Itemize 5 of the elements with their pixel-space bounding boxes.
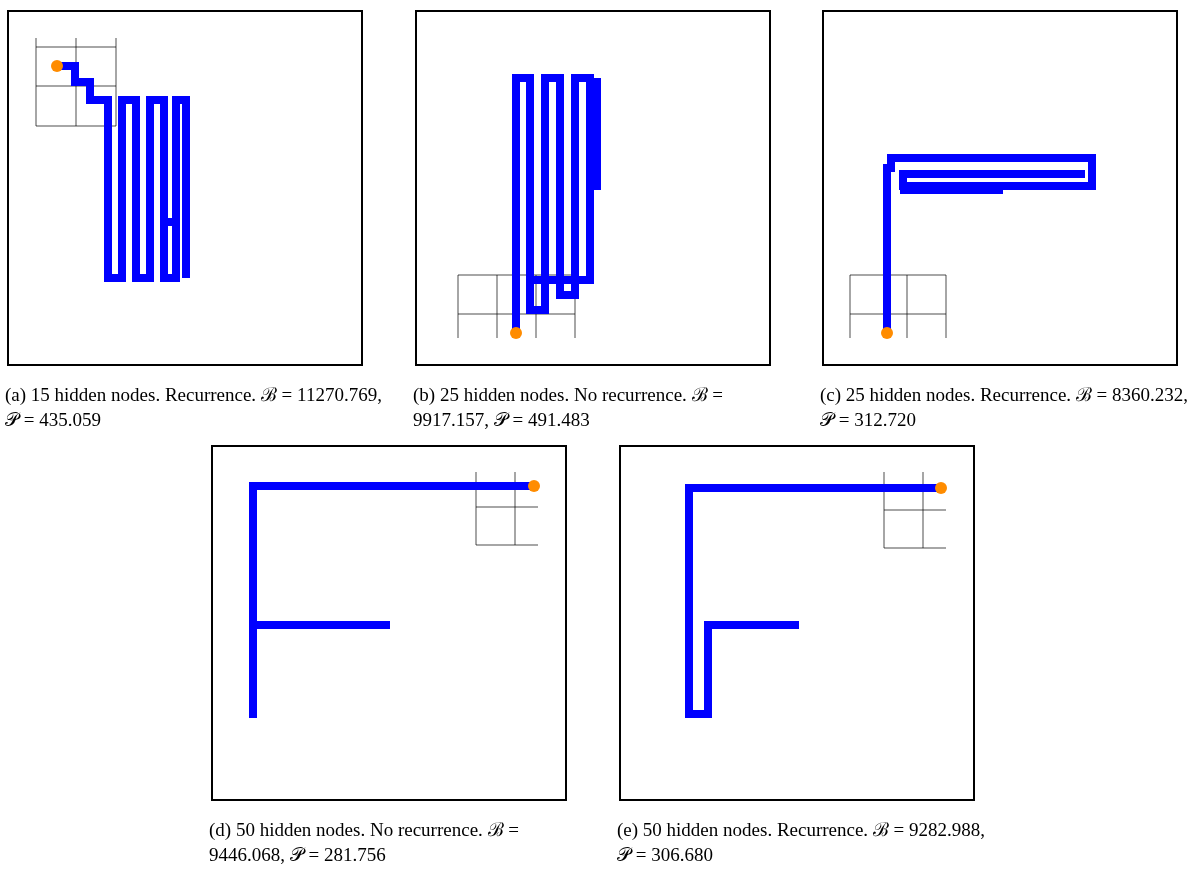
figure-caption: (b) 25 hidden nodes. No recurrence. ℬ = 9917.157, 𝒫 = 491.483 <box>413 383 725 432</box>
figure-caption: (a) 15 hidden nodes. Recurrence. ℬ = 11270.769, 𝒫 = 435.059 <box>5 383 383 432</box>
figure-caption: (c) 25 hidden nodes. Recurrence. ℬ = 8360.232, 𝒫 = 312.720 <box>820 383 1190 432</box>
figure-caption: (e) 50 hidden nodes. Recurrence. ℬ = 9282.988, 𝒫 = 306.680 <box>617 818 987 867</box>
figure-caption: (d) 50 hidden nodes. No recurrence. ℬ = 9446.068, 𝒫 = 281.756 <box>209 818 521 867</box>
